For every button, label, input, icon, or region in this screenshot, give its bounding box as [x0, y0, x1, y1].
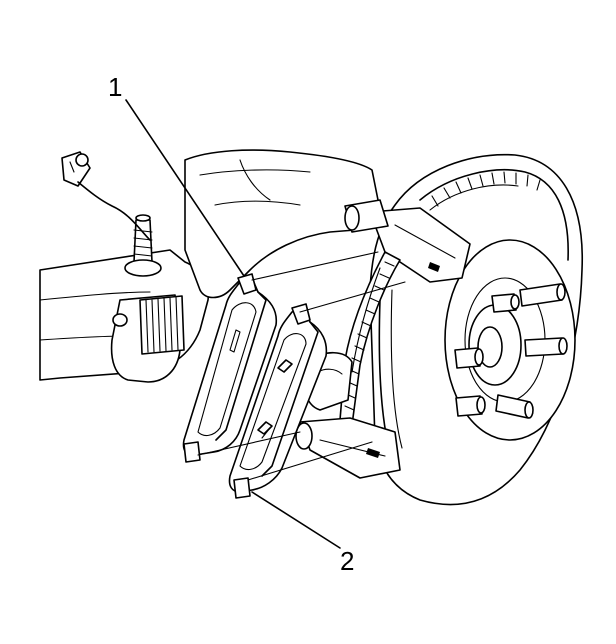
rotor-vent-ticks [431, 171, 541, 207]
outboard-brake-pad [228, 303, 328, 499]
callout-2-label: 2 [340, 546, 354, 576]
installation-guide-lines [197, 251, 406, 481]
bracket-slot-ticks [344, 261, 395, 411]
lug-studs [454, 283, 568, 419]
inboard-brake-pad [182, 273, 278, 463]
callout-1-label: 1 [108, 72, 122, 102]
brake-rotor [369, 153, 583, 506]
callout-2-leader [251, 491, 341, 549]
steering-knuckle [39, 149, 380, 383]
callout-1-leader [125, 99, 245, 277]
callout-1: 1 [108, 72, 245, 277]
caliper-bracket [295, 199, 471, 479]
callout-2: 2 [251, 491, 354, 576]
